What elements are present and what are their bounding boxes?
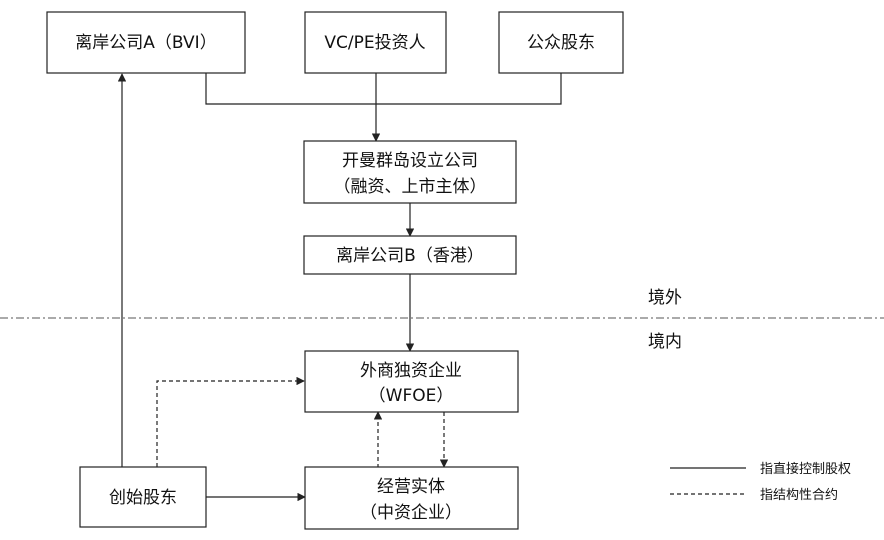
node-wfoe: 外商独资企业 （WFOE） xyxy=(304,350,519,413)
founders-label: 创始股东 xyxy=(109,488,177,508)
node-founders: 创始股东 xyxy=(79,466,207,528)
wfoe-label-line1: 外商独资企业 xyxy=(360,361,462,381)
legend: 指直接控制股权 指结构性合约 xyxy=(670,461,851,503)
legend-dashed-label: 指结构性合约 xyxy=(760,488,838,503)
cayman-label-line1: 开曼群岛设立公司 xyxy=(342,151,478,171)
public-shareholders-label: 公众股东 xyxy=(527,33,595,53)
top-merge-line xyxy=(205,73,562,105)
vc-pe-label: VC/PE投资人 xyxy=(324,33,425,53)
operating-label-line1: 经营实体 xyxy=(377,477,445,497)
region-onshore-label: 境内 xyxy=(648,332,682,352)
node-operating-entity: 经营实体 （中资企业） xyxy=(304,466,519,530)
wfoe-label-line2: （WFOE） xyxy=(369,386,454,406)
legend-solid-label: 指直接控制股权 xyxy=(760,461,851,477)
node-bvi-company: 离岸公司A（BVI） xyxy=(46,11,246,74)
founders-to-wfoe-contract xyxy=(156,376,305,467)
bvi-company-label: 离岸公司A（BVI） xyxy=(75,33,216,53)
solid-connectors xyxy=(117,73,562,502)
operating-label-line2: （中资企业） xyxy=(360,503,462,523)
cayman-label-line2: （融资、上市主体） xyxy=(334,177,487,197)
region-offshore-label: 境外 xyxy=(648,288,682,308)
dashed-connectors xyxy=(156,376,449,468)
node-cayman-company: 开曼群岛设立公司 （融资、上市主体） xyxy=(303,140,517,204)
hk-company-label: 离岸公司B（香港） xyxy=(336,246,484,266)
node-vc-pe-investors: VC/PE投资人 xyxy=(304,11,447,74)
node-hk-company: 离岸公司B（香港） xyxy=(303,235,517,275)
node-public-shareholders: 公众股东 xyxy=(498,11,624,74)
